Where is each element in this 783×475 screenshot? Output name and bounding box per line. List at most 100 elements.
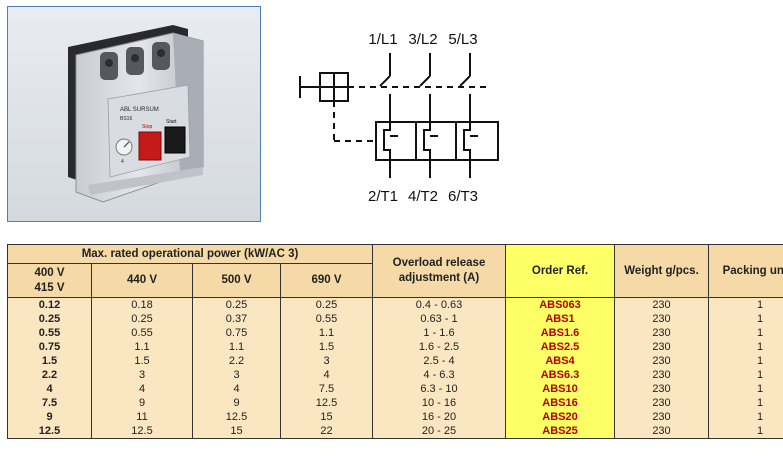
cell-v500: 15: [192, 424, 281, 439]
cell-v400: 9: [7, 410, 92, 424]
v500-header: 500 V: [192, 263, 281, 298]
cell-v500: 3: [192, 368, 281, 382]
cell-v440: 0.55: [91, 326, 193, 340]
cell-v400: 7.5: [7, 396, 92, 410]
cell-overload: 0.4 - 0.63: [372, 297, 506, 312]
cell-v440: 4: [91, 382, 193, 396]
cell-order-ref: ABS16: [505, 396, 615, 410]
overload-header: Overload release adjustment (A): [372, 244, 506, 298]
v400-header: 400 V 415 V: [7, 263, 92, 298]
cell-v500: 1.1: [192, 340, 281, 354]
cell-v400: 4: [7, 382, 92, 396]
packing-header: Packing units: [708, 244, 783, 298]
v415-label: 415 V: [34, 281, 65, 294]
cell-v500: 4: [192, 382, 281, 396]
cell-overload: 1.6 - 2.5: [372, 340, 506, 354]
cell-overload: 2.5 - 4: [372, 354, 506, 368]
cell-packing: 1: [708, 424, 783, 439]
cell-weight: 230: [614, 326, 709, 340]
cell-v440: 1.5: [91, 354, 193, 368]
v440-header: 440 V: [91, 263, 193, 298]
cell-v500: 0.25: [192, 297, 281, 312]
cell-v690: 0.25: [280, 297, 373, 312]
cell-v400: 0.25: [7, 312, 92, 326]
spec-table: Max. rated operational power (kW/AC 3) O…: [7, 244, 783, 439]
cell-v440: 1.1: [91, 340, 193, 354]
cell-packing: 1: [708, 297, 783, 312]
cell-overload: 10 - 16: [372, 396, 506, 410]
cell-v440: 12.5: [91, 424, 193, 439]
cell-v440: 0.25: [91, 312, 193, 326]
cell-packing: 1: [708, 410, 783, 424]
cell-v400: 1.5: [7, 354, 92, 368]
cell-v400: 12.5: [7, 424, 92, 439]
cell-v500: 2.2: [192, 354, 281, 368]
motor-starter-image: ABL SURSUM BS16 4 Stop Start: [8, 7, 260, 221]
cell-order-ref: ABS10: [505, 382, 615, 396]
cell-order-ref: ABS4: [505, 354, 615, 368]
cell-v500: 0.37: [192, 312, 281, 326]
circuit-diagram: 1/L1 3/L2 5/L3: [299, 31, 499, 205]
cell-overload: 16 - 20: [372, 410, 506, 424]
cell-v400: 2.2: [7, 368, 92, 382]
brand-text: ABL SURSUM: [120, 107, 159, 113]
cell-order-ref: ABS20: [505, 410, 615, 424]
weight-header: Weight g/pcs.: [614, 244, 709, 298]
cell-v500: 0.75: [192, 326, 281, 340]
cell-overload: 20 - 25: [372, 424, 506, 439]
order-header: Order Ref.: [505, 244, 615, 298]
power-group-header: Max. rated operational power (kW/AC 3): [7, 244, 373, 264]
cell-v440: 3: [91, 368, 193, 382]
cell-order-ref: ABS1.6: [505, 326, 615, 340]
cell-order-ref: ABS6.3: [505, 368, 615, 382]
cell-packing: 1: [708, 312, 783, 326]
cell-packing: 1: [708, 340, 783, 354]
cell-order-ref: ABS25: [505, 424, 615, 439]
dial-text: 4: [121, 159, 124, 165]
cell-packing: 1: [708, 396, 783, 410]
v690-header: 690 V: [280, 263, 373, 298]
cell-weight: 230: [614, 396, 709, 410]
cell-v690: 0.55: [280, 312, 373, 326]
stop-label: Stop: [142, 124, 153, 130]
cell-v440: 11: [91, 410, 193, 424]
cell-weight: 230: [614, 382, 709, 396]
cell-weight: 230: [614, 410, 709, 424]
cell-weight: 230: [614, 297, 709, 312]
start-button-image: [164, 126, 186, 154]
stop-button-image: [138, 131, 162, 161]
cell-v440: 9: [91, 396, 193, 410]
terminal-label-t1: 2/T1: [368, 188, 398, 205]
cell-order-ref: ABS1: [505, 312, 615, 326]
cell-v690: 3: [280, 354, 373, 368]
terminal-label-l3: 5/L3: [448, 31, 477, 48]
cell-v690: 22: [280, 424, 373, 439]
cell-v400: 0.55: [7, 326, 92, 340]
terminal-label-l2: 3/L2: [408, 31, 437, 48]
overload-header-line1: Overload release: [392, 257, 486, 269]
cell-weight: 230: [614, 340, 709, 354]
cell-packing: 1: [708, 326, 783, 340]
cell-weight: 230: [614, 312, 709, 326]
cell-overload: 4 - 6.3: [372, 368, 506, 382]
model-text: BS16: [120, 116, 132, 122]
v400-label: 400 V: [34, 266, 65, 279]
cell-v500: 12.5: [192, 410, 281, 424]
cell-v500: 9: [192, 396, 281, 410]
cell-overload: 1 - 1.6: [372, 326, 506, 340]
cell-v690: 12.5: [280, 396, 373, 410]
terminal-label-t3: 6/T3: [448, 188, 478, 205]
overload-header-line2: adjustment (A): [398, 272, 480, 284]
cell-packing: 1: [708, 368, 783, 382]
terminal-label-t2: 4/T2: [408, 188, 438, 205]
cell-order-ref: ABS063: [505, 297, 615, 312]
cell-order-ref: ABS2.5: [505, 340, 615, 354]
